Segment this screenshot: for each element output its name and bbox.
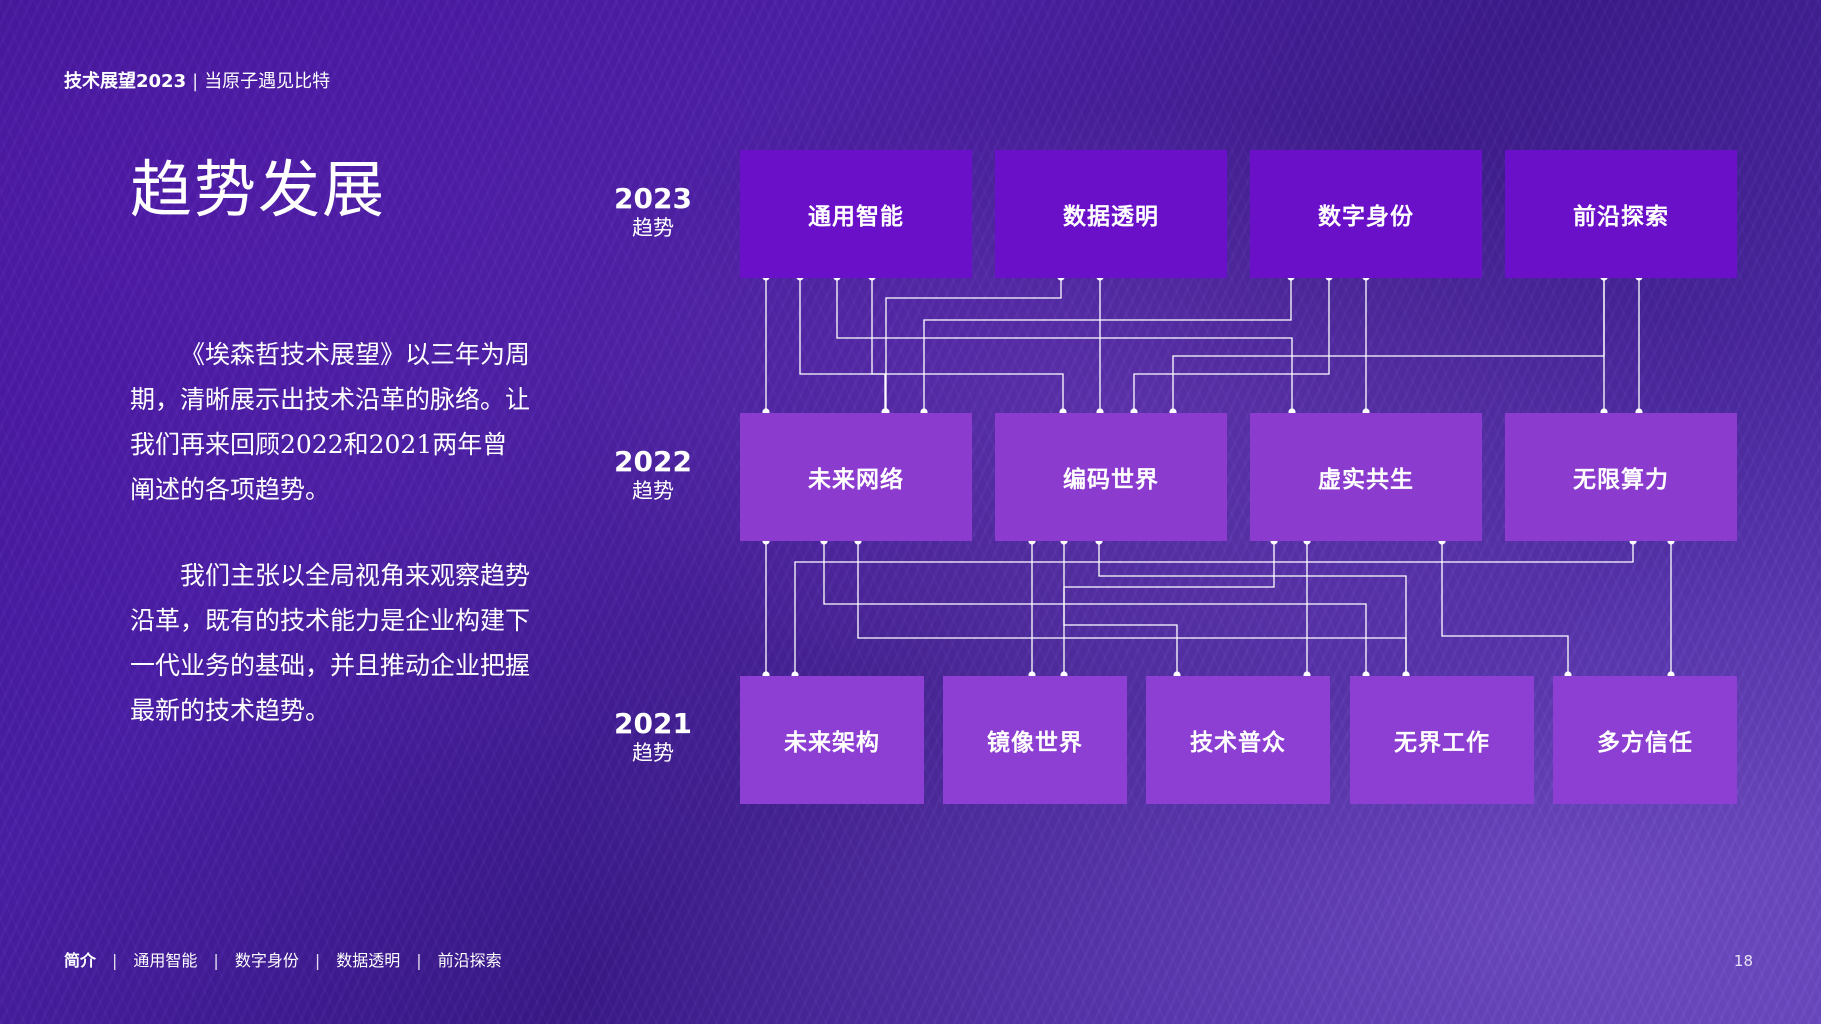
trend-box-borderless-work: 无界工作: [1350, 676, 1534, 804]
connector-line: [1441, 540, 1569, 676]
connector-line: [1098, 540, 1407, 676]
connector-line: [794, 540, 1634, 676]
trend-box-general-intelligence: 通用智能: [740, 150, 972, 278]
footer-nav-digital-identity[interactable]: 数字身份: [234, 951, 299, 970]
year-2023-caption: 趋势: [632, 216, 674, 240]
trend-box-frontier-exploration: 前沿探索: [1505, 150, 1737, 278]
perspective-paragraph: 我们主张以全局视角来观察趋势沿革，既有的技术能力是企业构建下一代业务的基础，并且…: [130, 561, 531, 725]
connector-line: [857, 540, 1407, 676]
trend-box-tech-for-all: 技术普众: [1146, 676, 1330, 804]
trend-box-unlimited-compute: 无限算力: [1505, 413, 1737, 541]
trend-box-multiparty-trust: 多方信任: [1553, 676, 1737, 804]
trend-box-mirror-world: 镜像世界: [943, 676, 1127, 804]
page-title: 趋势发展: [130, 153, 387, 226]
connector-line: [1172, 276, 1605, 413]
connector-line: [799, 276, 1064, 413]
year-2023: 2023: [614, 182, 692, 215]
year-label-2022: 2022 趋势: [593, 446, 713, 504]
report-brand: 技术展望2023: [64, 71, 187, 92]
trend-box-future-network: 未来网络: [740, 413, 972, 541]
footer-nav-data-transparency[interactable]: 数据透明: [336, 951, 401, 970]
footer-nav-intro[interactable]: 简介: [64, 951, 97, 970]
connector-line: [923, 276, 1292, 413]
header-separator: |: [192, 71, 199, 92]
year-2021: 2021: [614, 707, 692, 740]
report-subtitle: 当原子遇见比特: [204, 71, 331, 92]
footer-nav-frontier-exploration[interactable]: 前沿探索: [437, 951, 502, 970]
connector-line: [1063, 540, 1178, 676]
connector-line: [1133, 276, 1330, 413]
footer-nav: 简介 | 通用智能 | 数字身份 | 数据透明 | 前沿探索: [64, 951, 502, 971]
report-header: 技术展望2023|当原子遇见比特: [64, 70, 330, 94]
connector-line: [836, 276, 1293, 413]
connector-line: [885, 276, 1062, 413]
connector-lines: [765, 276, 1672, 676]
footer-nav-separator: |: [314, 951, 321, 970]
connector-line: [1063, 540, 1275, 676]
footer-nav-general-intelligence[interactable]: 通用智能: [133, 951, 198, 970]
trend-box-virtual-real-coexistence: 虚实共生: [1250, 413, 1482, 541]
trend-box-programmable-world: 编码世界: [995, 413, 1227, 541]
trend-box-data-transparency: 数据透明: [995, 150, 1227, 278]
footer-nav-separator: |: [112, 951, 118, 970]
footer-nav-separator: |: [213, 951, 219, 970]
connector-line: [871, 276, 886, 413]
trend-box-future-architecture: 未来架构: [740, 676, 924, 804]
page-number: 18: [1733, 952, 1753, 970]
intro-paragraph: 《埃森哲技术展望》以三年为周期，清晰展示出技术沿革的脉络。让我们再来回顾2022…: [130, 340, 531, 504]
year-label-2023: 2023 趋势: [593, 183, 713, 241]
year-2021-caption: 趋势: [632, 741, 674, 765]
connector-line: [823, 540, 1367, 676]
year-2022: 2022: [614, 445, 692, 478]
year-2022-caption: 趋势: [632, 479, 674, 503]
year-label-2021: 2021 趋势: [593, 708, 713, 766]
trend-box-digital-identity: 数字身份: [1250, 150, 1482, 278]
footer-nav-separator: |: [416, 951, 422, 970]
